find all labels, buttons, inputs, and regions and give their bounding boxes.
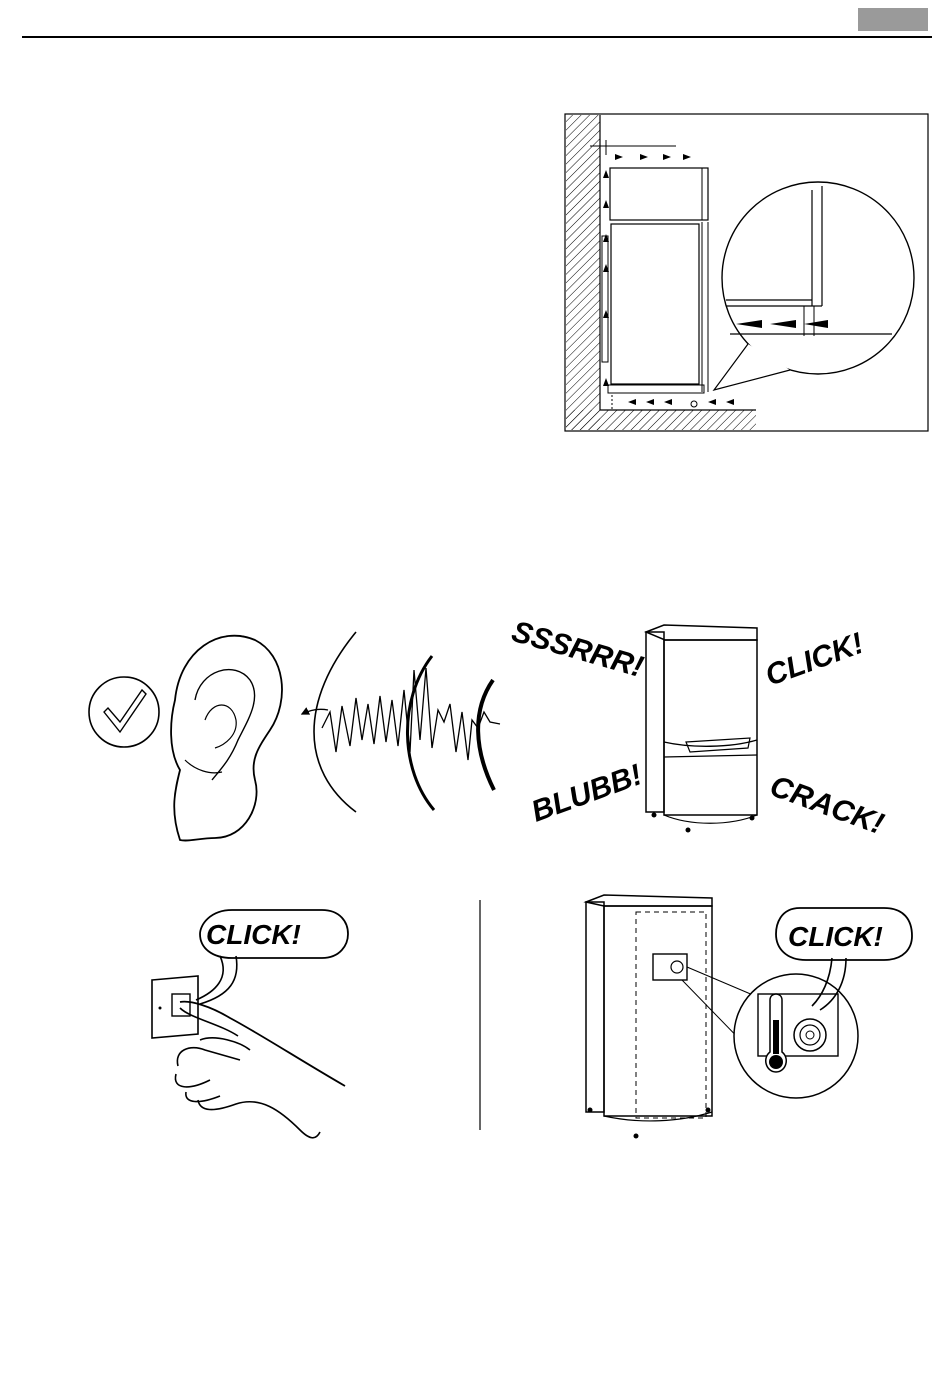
floor-hatch: [566, 410, 756, 430]
wall-hatch: [566, 115, 600, 430]
sound-label-blubb: BLUBB!: [527, 758, 646, 828]
fridge-noises-illustration: SSSRRR! CLICK! BLUBB! CRACK!: [508, 615, 888, 841]
thermostat-click-label: CLICK!: [788, 921, 883, 952]
detail-magnifier: [722, 182, 914, 374]
ventilation-diagram: [565, 114, 928, 431]
thermostat-illustration: CLICK!: [586, 895, 912, 1139]
normal-sounds-illustration: [89, 632, 500, 841]
thermostat-magnifier: [734, 974, 858, 1098]
ear-icon: [171, 636, 282, 841]
sound-label-sssrrr: SSSRRR!: [508, 615, 647, 684]
hand-icon: [180, 1002, 345, 1086]
sound-wave: [322, 668, 500, 760]
upright-fridge: [604, 906, 712, 1116]
socket-click-label: CLICK!: [206, 919, 301, 950]
fridge-body: [664, 640, 757, 815]
sound-label-crack: CRACK!: [766, 770, 888, 841]
check-icon: [104, 690, 146, 732]
check-circle: [89, 677, 159, 747]
plug-in-illustration: CLICK!: [152, 910, 348, 1138]
sound-label-click: CLICK!: [761, 627, 868, 693]
fridge-handle: [686, 738, 750, 752]
thermostat-panel: [653, 954, 687, 980]
